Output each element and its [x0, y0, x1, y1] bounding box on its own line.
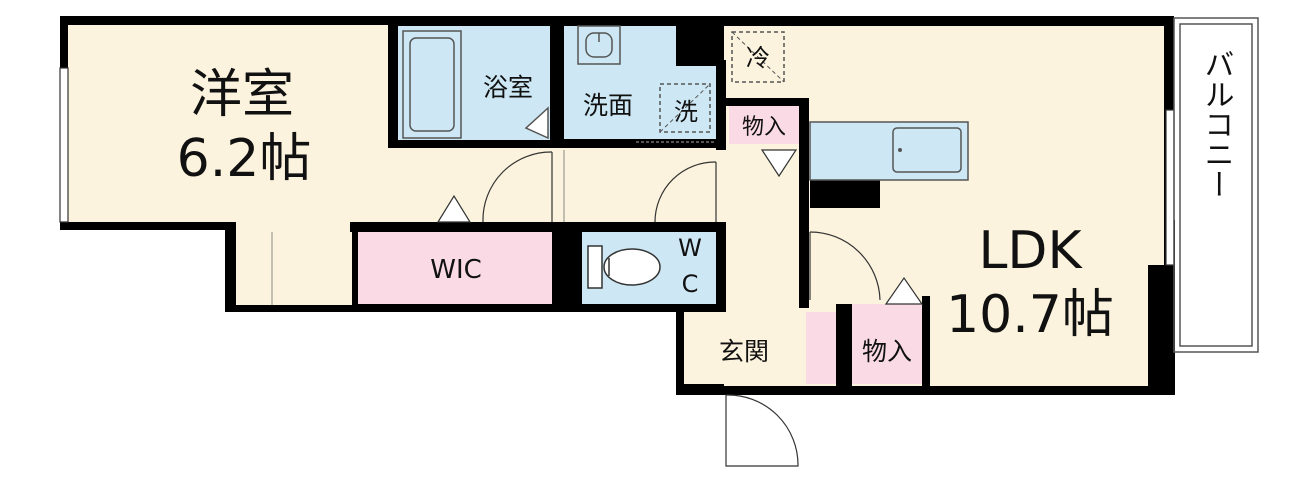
fridge-label: 冷 [746, 44, 770, 72]
fridge-icon [731, 31, 785, 83]
ldk-size: 10.7帖 [946, 285, 1114, 345]
washbasin-icon [577, 25, 621, 65]
western-room-size: 6.2帖 [177, 129, 312, 189]
wic-label: WIC [430, 255, 482, 285]
kitchen-counter-icon [809, 121, 969, 181]
toilet-icon [587, 245, 661, 289]
washroom-label: 洗面 [583, 91, 633, 120]
western-room-label: 洋室 [190, 65, 294, 125]
wc-label-w: W [678, 234, 702, 262]
room-floors [68, 25, 1164, 386]
door-swings [482, 151, 881, 467]
washing-machine-icon [659, 83, 711, 133]
entry-arrow-icons [436, 149, 924, 305]
wc-label-c: C [682, 270, 699, 298]
washer-label: 洗 [674, 98, 698, 126]
ldk-label: LDK [978, 221, 1083, 281]
balcony-label: バルコニー [1199, 49, 1234, 199]
entrance-storage-label: 物入 [862, 337, 912, 366]
bathtub-icon [402, 30, 462, 139]
balcony-outline [1173, 17, 1259, 353]
entrance-label: 玄関 [719, 337, 769, 366]
bath-door-icon [524, 106, 549, 140]
kitchen-storage-label: 物入 [742, 115, 786, 140]
interior-walls [350, 18, 1174, 395]
bath-label: 浴室 [483, 73, 533, 102]
